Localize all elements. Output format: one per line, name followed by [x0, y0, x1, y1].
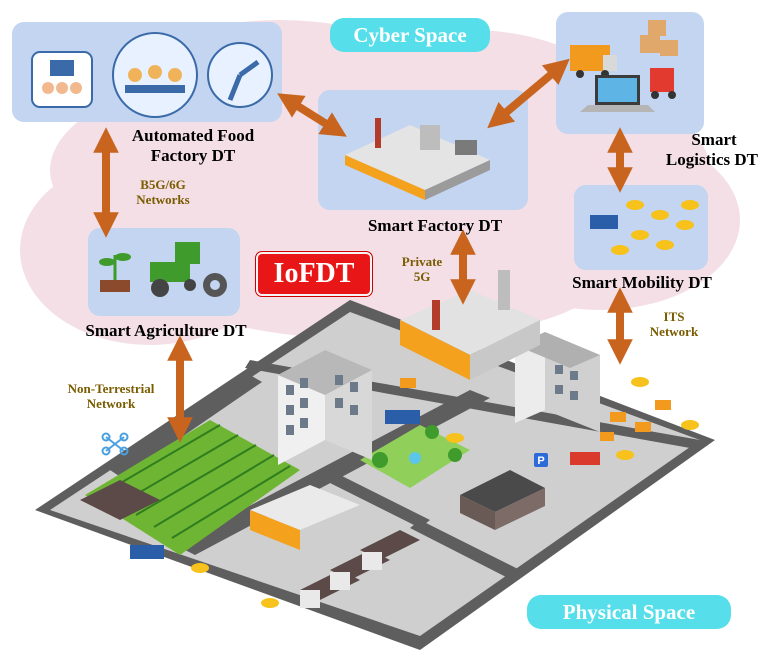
its-line1: ITS	[663, 309, 685, 324]
physical-space-pill: Physical Space	[527, 595, 731, 629]
warehouse	[250, 485, 360, 550]
worker-group-icon	[31, 51, 93, 108]
food-factory-label-line2: Factory DT	[150, 145, 236, 165]
smart-logistics-label-line2: Logistics DT	[665, 149, 758, 169]
its-network-label: ITS Network	[636, 309, 712, 340]
farm-shed	[80, 480, 160, 520]
cyber-space-pill: Cyber Space	[330, 18, 490, 52]
laptop-icon	[580, 75, 655, 112]
smart-agriculture-dt-box	[88, 228, 240, 316]
plant-icon	[99, 253, 131, 292]
smart-factory-dt-box	[318, 90, 528, 210]
ntn-line1: Non-Terrestrial	[67, 381, 155, 396]
iofdt-badge: IoFDT	[256, 252, 372, 296]
smart-logistics-dt-box	[556, 12, 704, 134]
private5g-label: Private 5G	[392, 254, 452, 285]
cupcake-machine-icon	[112, 32, 198, 118]
city-ground: P	[35, 270, 715, 650]
food-factory-dt-box	[12, 22, 282, 122]
robot-arm-icon	[207, 42, 273, 108]
smart-mobility-dt-label: Smart Mobility DT	[572, 273, 712, 292]
smart-factory-dt-label: Smart Factory DT	[367, 216, 503, 235]
physical-factory	[400, 270, 540, 380]
smart-logistics-label-line1: Smart	[691, 130, 737, 149]
house-row	[300, 530, 420, 608]
private5g-line2: 5G	[413, 268, 431, 284]
b5g-line2: Networks	[136, 191, 190, 207]
private5g-line1: Private	[401, 254, 443, 269]
arrow-food-to-factory	[277, 93, 347, 137]
forklift-icon	[650, 68, 676, 99]
tractor-icon	[150, 242, 200, 297]
box-stack-icon	[640, 20, 678, 56]
its-line2: Network	[649, 323, 699, 339]
vehicles	[130, 377, 699, 608]
svg-text:P: P	[537, 455, 544, 467]
arrow-factory-to-logistics	[487, 58, 570, 129]
food-factory-label-line1: Automated Food	[131, 126, 255, 145]
ntn-line2: Network	[86, 395, 136, 411]
connection-arrows	[93, 58, 633, 443]
smart-agriculture-dt-label: Smart Agriculture DT	[85, 321, 247, 340]
factory-icon	[345, 118, 490, 200]
food-factory-dt-label: Automated Food Factory DT	[118, 126, 268, 165]
parking-icon: P	[534, 453, 548, 467]
drone-icon	[101, 432, 129, 456]
truck-icon	[570, 45, 617, 78]
tall-building-left	[278, 350, 372, 465]
b5g-line1: B5G/6G	[140, 177, 186, 192]
smart-logistics-dt-label: Smart Logistics DT	[640, 130, 758, 169]
dark-building	[460, 470, 545, 530]
b5g-network-label: B5G/6G Networks	[120, 177, 206, 208]
gear-icon	[203, 273, 227, 297]
ntn-label: Non-Terrestrial Network	[52, 381, 170, 412]
smart-mobility-dt-box	[574, 185, 708, 270]
